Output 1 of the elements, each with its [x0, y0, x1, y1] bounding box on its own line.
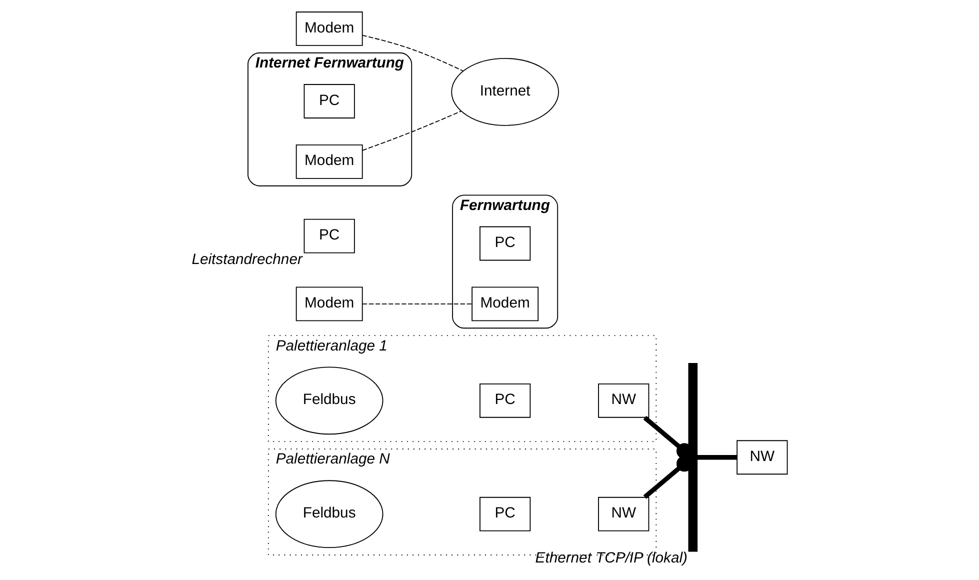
node-label: Leitstandrechner: [192, 252, 302, 268]
